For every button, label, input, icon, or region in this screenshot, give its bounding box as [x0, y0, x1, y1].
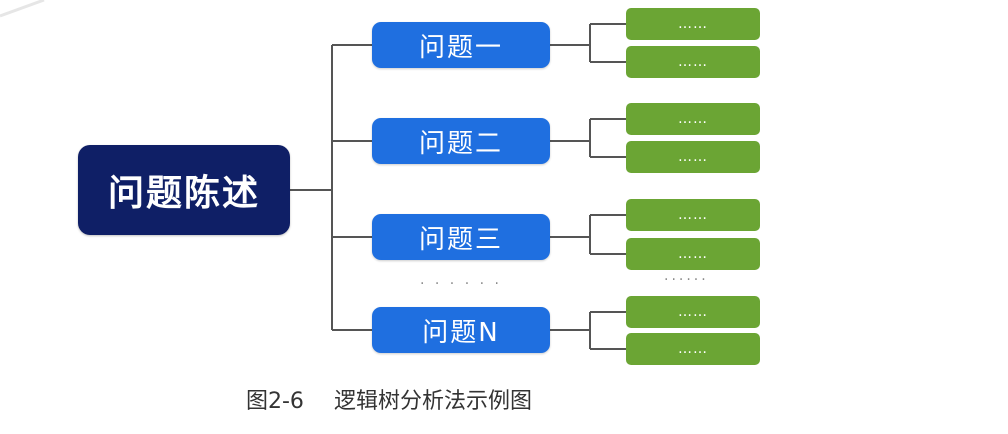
- branch-issue-2: [550, 118, 626, 158]
- leaf-node-1-1: ……: [626, 8, 760, 40]
- caption-number: 图2-6: [246, 389, 304, 414]
- leaf-label: ……: [678, 54, 708, 70]
- leaf-node-2-1: ……: [626, 103, 760, 135]
- branch-issue-1: [550, 23, 626, 63]
- issue-label: 问题一: [418, 32, 503, 63]
- leaf-node-2-2: ……: [626, 141, 760, 173]
- issue-node-1: 问题一: [372, 22, 550, 68]
- issue-label: 问题三: [418, 224, 503, 255]
- branch-issue-3: [550, 214, 626, 255]
- leaf-label: ……: [678, 149, 708, 165]
- issue-node-3: 问题三: [372, 214, 550, 260]
- leaf-label: ……: [678, 341, 708, 357]
- root-label: 问题陈述: [107, 173, 260, 214]
- issue-label: 问题N: [422, 317, 500, 348]
- issue-node-2: 问题二: [372, 118, 550, 164]
- leaf-label: ……: [678, 16, 708, 32]
- leaf-ellipsis: ······: [664, 272, 709, 288]
- corner-mark: [0, 0, 45, 18]
- leaf-label: ……: [678, 246, 708, 262]
- leaf-node-4-2: ……: [626, 333, 760, 365]
- issue-ellipsis: · · · · · ·: [420, 276, 502, 292]
- leaf-label: ……: [678, 207, 708, 223]
- leaf-node-3-1: ……: [626, 199, 760, 231]
- leaf-label: ……: [678, 111, 708, 127]
- figure-caption: 图2-6 逻辑树分析法示例图: [246, 383, 532, 415]
- leaf-label: ……: [678, 304, 708, 320]
- root-node: 问题陈述: [78, 145, 290, 235]
- leaf-node-3-2: ……: [626, 238, 760, 270]
- issue-node-4: 问题N: [372, 307, 550, 353]
- issue-label: 问题二: [418, 128, 503, 159]
- branch-issue-4: [550, 311, 626, 350]
- caption-title: 逻辑树分析法示例图: [333, 389, 532, 414]
- leaf-node-1-2: ……: [626, 46, 760, 78]
- leaf-node-4-1: ……: [626, 296, 760, 328]
